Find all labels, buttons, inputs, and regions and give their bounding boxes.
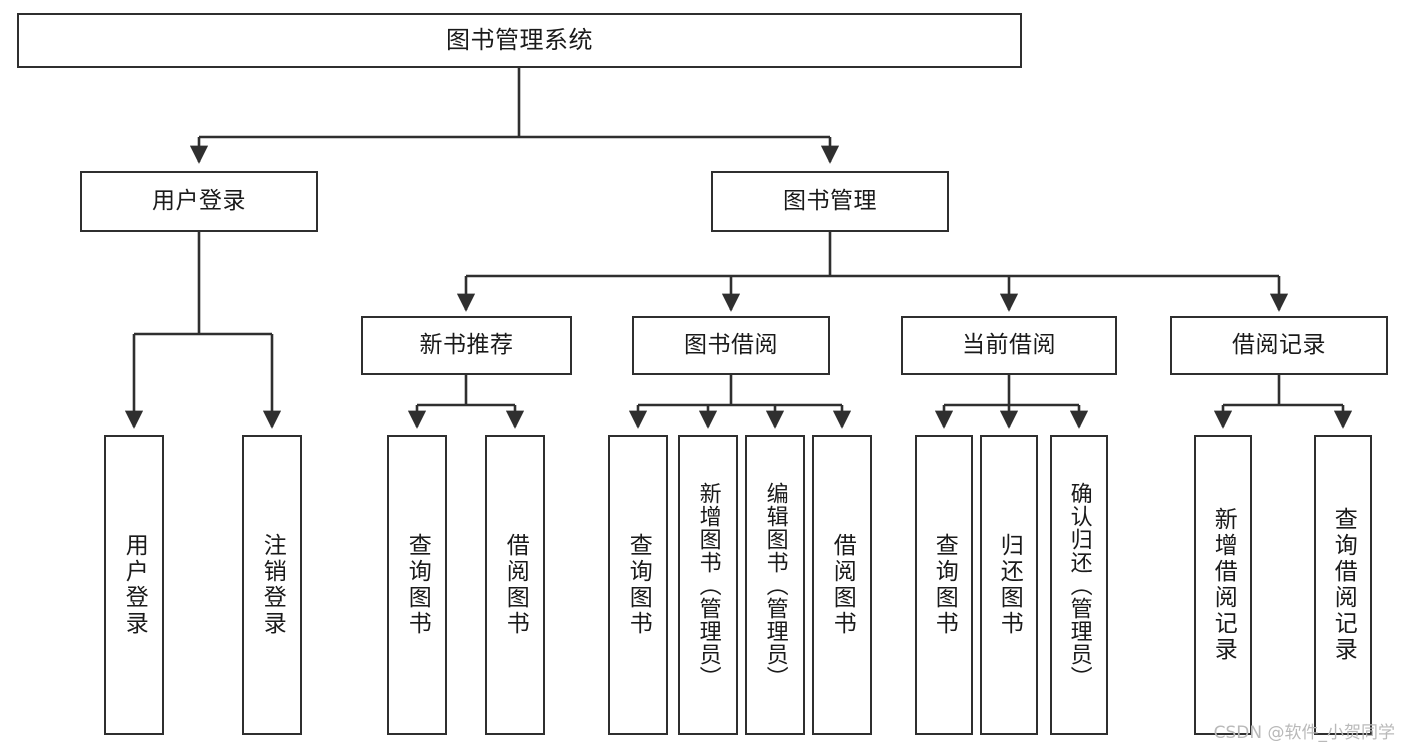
node-label: 图书管理 [783, 187, 877, 214]
leaf-add-borrow-record[interactable]: 新增借阅记录 [1194, 435, 1252, 735]
leaf-logout-login[interactable]: 注销登录 [242, 435, 302, 735]
node-book-management[interactable]: 图书管理 [711, 171, 949, 232]
node-label: 新书推荐 [419, 331, 514, 358]
node-new-book-recommend[interactable]: 新书推荐 [361, 316, 572, 375]
node-book-borrow[interactable]: 图书借阅 [632, 316, 830, 375]
node-label: 借阅记录 [1232, 331, 1326, 358]
node-label: 用户登录 [152, 187, 246, 214]
node-borrow-record[interactable]: 借阅记录 [1170, 316, 1388, 375]
node-label: 编辑图书（管理员） [762, 481, 788, 689]
node-label: 借阅图书 [829, 533, 856, 637]
node-label: 确认归还（管理员） [1066, 481, 1092, 689]
node-label: 注销登录 [259, 533, 286, 637]
leaf-query-book-current[interactable]: 查询图书 [915, 435, 973, 735]
node-label: 图书借阅 [684, 331, 778, 358]
node-label: 新增图书（管理员） [695, 481, 721, 689]
node-root-system[interactable]: 图书管理系统 [17, 13, 1022, 68]
leaf-return-book[interactable]: 归还图书 [980, 435, 1038, 735]
leaf-borrow-book[interactable]: 借阅图书 [812, 435, 872, 735]
leaf-edit-book-admin[interactable]: 编辑图书（管理员） [745, 435, 805, 735]
node-label: 查询借阅记录 [1330, 507, 1357, 663]
node-label: 图书管理系统 [446, 26, 593, 55]
node-label: 当前借阅 [962, 331, 1056, 358]
node-user-login[interactable]: 用户登录 [80, 171, 318, 232]
node-label: 查询图书 [625, 533, 652, 637]
watermark: CSDN @软件_小贺同学 [1213, 723, 1395, 743]
node-label: 查询图书 [404, 533, 431, 637]
node-label: 查询图书 [931, 533, 958, 637]
node-label: 归还图书 [996, 533, 1023, 637]
leaf-borrow-book-recommend[interactable]: 借阅图书 [485, 435, 545, 735]
leaf-query-book-recommend[interactable]: 查询图书 [387, 435, 447, 735]
node-label: 借阅图书 [502, 533, 529, 637]
leaf-query-book-borrow[interactable]: 查询图书 [608, 435, 668, 735]
leaf-query-borrow-record[interactable]: 查询借阅记录 [1314, 435, 1372, 735]
leaf-user-login[interactable]: 用户登录 [104, 435, 164, 735]
node-label: 用户登录 [121, 533, 148, 637]
node-label: 新增借阅记录 [1210, 507, 1237, 663]
leaf-add-book-admin[interactable]: 新增图书（管理员） [678, 435, 738, 735]
node-current-borrow[interactable]: 当前借阅 [901, 316, 1117, 375]
leaf-confirm-return-admin[interactable]: 确认归还（管理员） [1050, 435, 1108, 735]
